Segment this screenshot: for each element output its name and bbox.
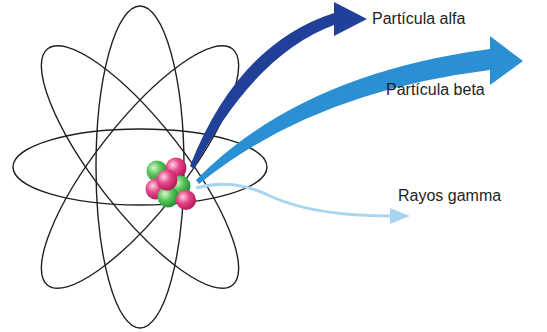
gamma-arrowhead: [390, 208, 410, 224]
proton: [157, 170, 178, 191]
nucleus: [146, 158, 197, 211]
alpha-arrow: [190, 2, 367, 169]
electron-orbits: [13, 6, 267, 328]
radiation-label: Partícula alfa: [372, 9, 465, 28]
radiation-label: Rayos gamma: [398, 186, 501, 205]
gamma-ray: [196, 184, 392, 216]
orbit: [13, 129, 267, 205]
orbit: [13, 22, 267, 313]
proton: [176, 190, 196, 210]
beta-arrow: [196, 36, 523, 184]
radiation-label: Partícula beta: [386, 80, 485, 99]
orbit: [13, 22, 267, 313]
